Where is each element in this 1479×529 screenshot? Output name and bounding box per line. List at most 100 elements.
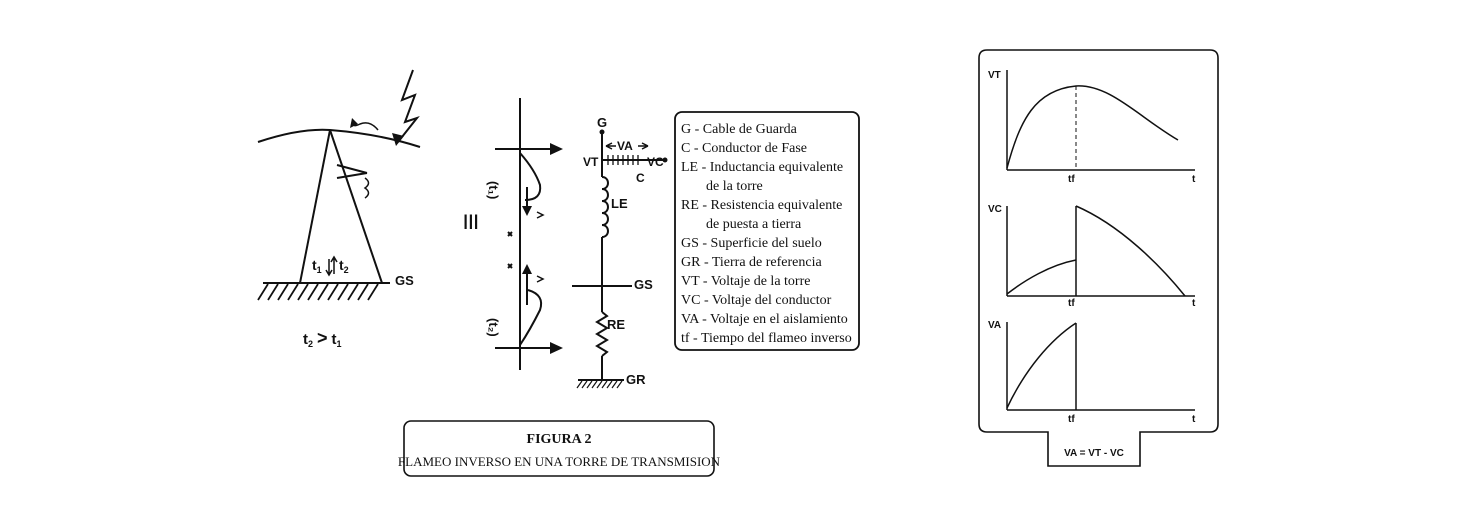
ground-hatch bbox=[257, 283, 379, 301]
hatch-mark bbox=[611, 380, 618, 389]
hatch-mark bbox=[317, 283, 329, 301]
lower-arrowhead-icon bbox=[550, 342, 563, 354]
upper-arrowhead-icon bbox=[550, 143, 563, 155]
voltage-graphs: VT tf t VC tf t VA tf t VA = VT - bbox=[978, 49, 1219, 467]
legend-item: de puesta a tierra bbox=[706, 217, 802, 232]
time-relation: t2>t1 bbox=[303, 328, 342, 349]
hatch-mark bbox=[337, 283, 349, 301]
hatch-mark bbox=[257, 283, 269, 301]
upper-small-mark-icon bbox=[536, 211, 545, 219]
upper-small-tick-icon bbox=[507, 231, 513, 237]
lower-small-mark-icon bbox=[536, 275, 545, 283]
insulator bbox=[336, 172, 368, 179]
hatch-mark bbox=[586, 380, 593, 389]
va-graph: VA tf t bbox=[988, 320, 1196, 425]
wave-profiles: (t₁) (t₂) bbox=[486, 98, 563, 370]
legend-item: tf - Tiempo del flameo inverso bbox=[681, 331, 852, 346]
hatch-mark bbox=[307, 283, 319, 301]
hatch-mark bbox=[327, 283, 339, 301]
reflected-wave-icon bbox=[352, 121, 379, 131]
tower-right-leg bbox=[329, 129, 383, 284]
vt-graph: VT tf t bbox=[988, 70, 1196, 185]
lower-small-tick-icon bbox=[507, 263, 513, 269]
tower-section: GS t1 t2 t2>t1 ≡ bbox=[257, 69, 487, 349]
lightning-arrowhead-icon bbox=[392, 133, 404, 146]
legend-item: LE - Inductancia equivalente bbox=[681, 160, 843, 175]
va-curve bbox=[1006, 322, 1077, 409]
legend-item: GS - Superficie del suelo bbox=[681, 236, 822, 251]
upper-wave-curve bbox=[519, 152, 542, 201]
circuit-c-label: C bbox=[636, 171, 645, 185]
legend-item: VT - Voltaje de la torre bbox=[681, 274, 810, 289]
tower-crossarm bbox=[336, 164, 368, 174]
circuit-vc-label: VC bbox=[647, 155, 664, 169]
lower-wave-curve bbox=[519, 289, 543, 346]
up-down-arrows-icon bbox=[325, 255, 338, 277]
legend-items: G - Cable de Guarda C - Conductor de Fase… bbox=[681, 122, 852, 346]
circuit-re-label: RE bbox=[607, 317, 625, 332]
va-label: VA bbox=[988, 320, 1001, 331]
circuit-gs-label: GS bbox=[634, 277, 653, 292]
circuit-vt-label: VT bbox=[583, 155, 599, 169]
hatch-mark bbox=[277, 283, 289, 301]
hatch-mark bbox=[287, 283, 299, 301]
va-t-label: t bbox=[1192, 414, 1196, 425]
hatch-mark bbox=[606, 380, 613, 389]
circuit-ground-hatch bbox=[576, 380, 623, 389]
reflected-arrowhead-icon bbox=[350, 118, 358, 128]
hatch-mark bbox=[591, 380, 598, 389]
va-arrow-icon bbox=[605, 142, 649, 150]
circuit-va-label: VA bbox=[617, 139, 633, 153]
legend-item: G - Cable de Guarda bbox=[681, 122, 798, 137]
hatch-mark bbox=[596, 380, 603, 389]
hatch-mark bbox=[616, 380, 623, 389]
hatch-mark bbox=[581, 380, 588, 389]
hatch-mark bbox=[347, 283, 359, 301]
hatch-mark bbox=[601, 380, 608, 389]
flashover-spark-icon bbox=[363, 177, 370, 199]
hatch-mark bbox=[267, 283, 279, 301]
vc-curve-decay bbox=[1075, 205, 1186, 297]
insulator-ticks bbox=[607, 155, 639, 165]
gs-label: GS bbox=[395, 273, 414, 288]
vc-label: VC bbox=[988, 204, 1002, 215]
lower-time-label: (t₂) bbox=[486, 318, 501, 337]
t2-label: t2 bbox=[339, 257, 349, 275]
vt-tf-label: tf bbox=[1068, 174, 1075, 185]
hatch-mark bbox=[367, 283, 379, 301]
figure-subtitle: FLAMEO INVERSO EN UNA TORRE DE TRANSMISI… bbox=[398, 454, 721, 469]
equivalent-circuit: G VA VT VC C LE GS RE GR bbox=[572, 115, 668, 389]
tower-left-leg bbox=[299, 129, 331, 284]
figure-title: FIGURA 2 bbox=[527, 432, 592, 447]
vc-tf-label: tf bbox=[1068, 298, 1075, 309]
legend-item: VC - Voltaje del conductor bbox=[681, 293, 832, 308]
va-tf-label: tf bbox=[1068, 414, 1075, 425]
vc-graph: VC tf t bbox=[988, 204, 1196, 309]
vt-t-label: t bbox=[1192, 174, 1196, 185]
vt-label: VT bbox=[988, 70, 1001, 81]
equivalence-sign: ≡ bbox=[454, 213, 487, 231]
legend-box: G - Cable de Guarda C - Conductor de Fase… bbox=[674, 111, 860, 351]
upper-down-arrowhead-icon bbox=[522, 206, 532, 216]
circuit-g-label: G bbox=[597, 115, 607, 130]
circuit-le-label: LE bbox=[611, 196, 628, 211]
figure-caption: FIGURA 2 FLAMEO INVERSO EN UNA TORRE DE … bbox=[398, 420, 721, 477]
vc-curve-rise bbox=[1006, 259, 1077, 295]
vc-t-label: t bbox=[1192, 298, 1196, 309]
caption-frame bbox=[403, 420, 715, 477]
lightning-bolt-icon bbox=[397, 69, 420, 143]
legend-item: GR - Tierra de referencia bbox=[681, 255, 823, 270]
va-equation: VA = VT - VC bbox=[1064, 448, 1124, 459]
resistor-re bbox=[595, 311, 609, 357]
graphs-frame bbox=[978, 49, 1219, 467]
legend-item: C - Conductor de Fase bbox=[681, 141, 807, 156]
legend-frame bbox=[674, 111, 860, 351]
inductor-le bbox=[601, 176, 609, 238]
legend-item: RE - Resistencia equivalente bbox=[681, 198, 842, 213]
hatch-mark bbox=[297, 283, 309, 301]
t1-label: t1 bbox=[312, 257, 322, 275]
upper-time-label: (t₁) bbox=[486, 181, 501, 199]
hatch-mark bbox=[576, 380, 583, 389]
node-vc bbox=[662, 157, 668, 163]
